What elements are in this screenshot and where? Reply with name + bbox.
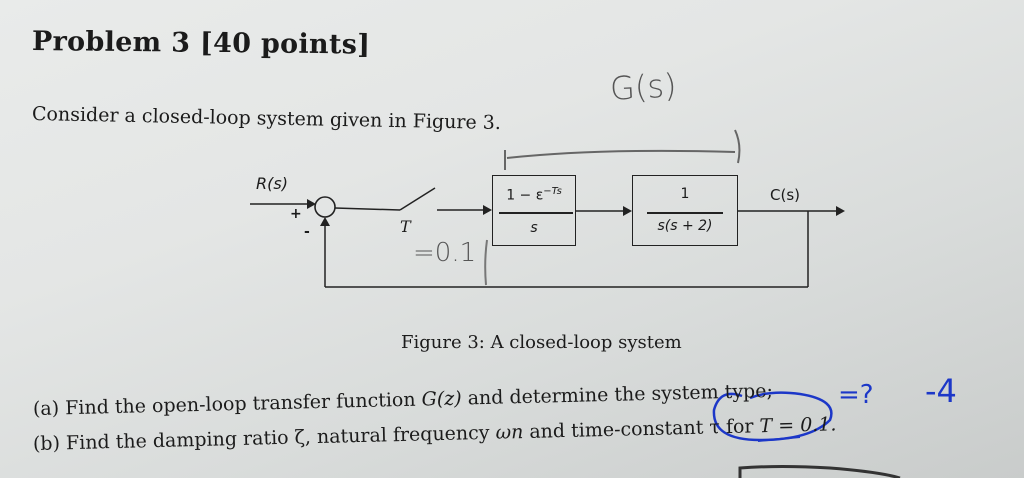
blue-circle-annotation: [712, 391, 833, 442]
sampler-switch: [399, 187, 436, 211]
fraction-bar: [499, 212, 573, 214]
type-question-note: =?: [838, 380, 874, 410]
zoh-block: 1 − ε−Ts s: [492, 175, 576, 246]
plant-numerator: 1: [680, 186, 690, 202]
question-a-label: (a): [32, 397, 60, 420]
output-label: C(s): [770, 186, 800, 204]
fraction-bar: [647, 212, 723, 214]
pencil-bracket: [504, 129, 741, 170]
question-b-label: (b): [32, 432, 61, 455]
figure-caption: Figure 3: A closed-loop system: [401, 332, 682, 353]
question-b-period: T = 0.1.: [759, 413, 837, 438]
arrowhead: [307, 199, 316, 209]
input-label: R(s): [256, 174, 288, 193]
zoh-numerator: 1 − ε−Ts: [506, 186, 562, 204]
summing-junction: [314, 196, 336, 218]
plant-block: 1 s(s + 2): [632, 175, 738, 246]
score-deduction-note: -4: [925, 372, 957, 410]
plus-sign: +: [290, 206, 302, 222]
handwritten-t-value: =0.1: [413, 238, 477, 268]
question-a-math: G(z): [421, 387, 462, 411]
minus-sign: -: [304, 224, 310, 240]
sampler-period-label: T: [400, 217, 411, 236]
question-b-omega: ωn: [495, 421, 524, 444]
plant-denominator: s(s + 2): [657, 218, 713, 234]
zoh-denominator: s: [530, 220, 538, 236]
